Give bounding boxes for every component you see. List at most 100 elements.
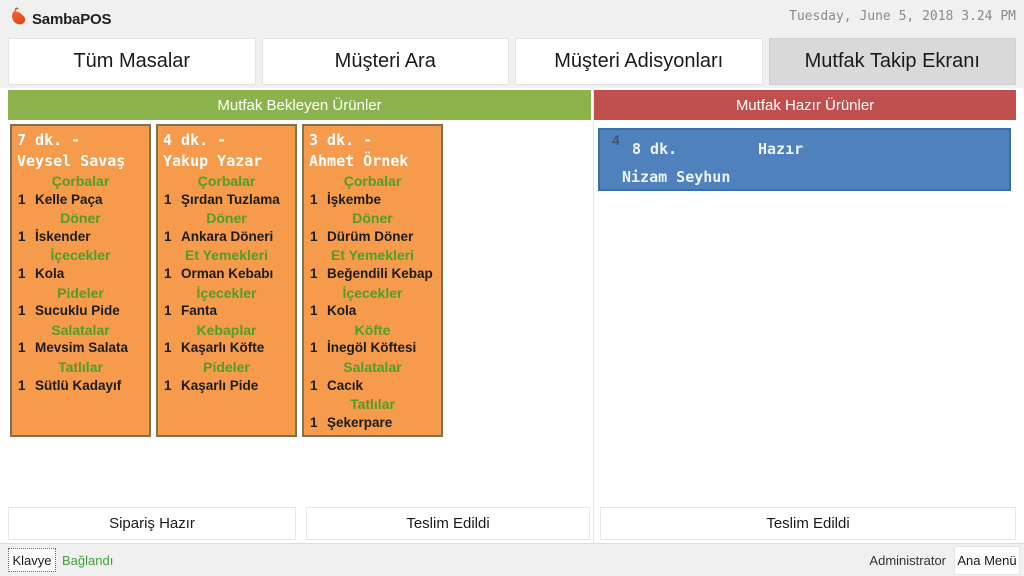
- nav-tab-bar: Tüm Masalar Müşteri Ara Müşteri Adisyonl…: [8, 38, 1016, 85]
- order-item-qty: 1: [310, 377, 318, 393]
- order-category-label: İçecekler: [196, 284, 257, 301]
- order-item-row: 1 Kola: [12, 265, 149, 284]
- top-bar: SambaPOS Tuesday, June 5, 2018 3.24 PM: [0, 0, 1024, 36]
- order-customer: Ahmet Örnek: [309, 152, 409, 170]
- order-item-name: Kola: [35, 265, 65, 281]
- order-category-label: Çorbalar: [197, 173, 256, 189]
- ready-order-wait-time: 8 dk.: [632, 140, 678, 158]
- order-item-qty: 1: [164, 191, 172, 207]
- order-category-label: Salatalar: [343, 358, 402, 375]
- order-item-qty: 1: [164, 377, 172, 393]
- order-customer: Yakup Yazar: [163, 152, 263, 170]
- keyboard-button[interactable]: Klavye: [8, 548, 56, 572]
- delivered-button-right[interactable]: Teslim Edildi: [600, 507, 1016, 540]
- connection-status: Bağlandı: [62, 553, 114, 568]
- order-ready-button[interactable]: Sipariş Hazır: [8, 507, 296, 540]
- order-category-label: Pideler: [203, 358, 250, 375]
- main-menu-button[interactable]: Ana Menü: [954, 546, 1020, 575]
- waiting-order-card[interactable]: 4 dk. - Yakup Yazar Çorbalar 1 Şırdan Tuzl…: [156, 124, 297, 437]
- order-item-name: Cacık: [327, 377, 364, 393]
- order-category-label: Çorbalar: [51, 173, 110, 189]
- order-category-label: İçecekler: [342, 284, 403, 301]
- order-item-row: 1 Şırdan Tuzlama: [158, 191, 295, 210]
- order-item-name: Kaşarlı Köfte: [181, 340, 265, 356]
- panel-divider: [593, 88, 594, 543]
- order-item-row: 1 İşkembe: [304, 191, 441, 210]
- order-item-qty: 1: [18, 228, 26, 244]
- order-item-qty: 1: [18, 303, 26, 319]
- order-item-name: Şırdan Tuzlama: [181, 191, 280, 207]
- order-category-label: Döner: [352, 210, 393, 227]
- waiting-panel-header: Mutfak Bekleyen Ürünler: [8, 90, 591, 120]
- order-item-row: 1 İskender: [12, 228, 149, 247]
- order-item-name: Mevsim Salata: [35, 340, 129, 356]
- delivered-button-left[interactable]: Teslim Edildi: [306, 507, 590, 540]
- order-item-row: 1 Kelle Paça: [12, 191, 149, 210]
- order-category-label: Et Yemekleri: [330, 247, 415, 264]
- order-item-name: Sütlü Kadayıf: [35, 377, 122, 393]
- ready-order-card[interactable]: 4 8 dk. Hazır Nizam Seyhun: [598, 128, 1011, 191]
- order-category-label: Tatlılar: [350, 396, 395, 413]
- ready-order-customer: Nizam Seyhun: [622, 168, 731, 186]
- order-item-row: 1 Orman Kebabı: [158, 265, 295, 284]
- order-item-name: Kaşarlı Pide: [181, 377, 259, 393]
- tab-all-tables[interactable]: Tüm Masalar: [8, 38, 256, 85]
- order-wait-time: 4 dk. -: [163, 131, 227, 149]
- order-item-qty: 1: [164, 228, 172, 244]
- order-item-qty: 1: [18, 191, 26, 207]
- order-item-name: Şekerpare: [327, 414, 393, 430]
- order-item-qty: 1: [164, 265, 172, 281]
- pepper-logo-icon: [8, 7, 28, 32]
- order-category-label: Döner: [206, 210, 247, 227]
- ready-order-status: Hazır: [758, 140, 804, 158]
- order-item-name: İskender: [35, 228, 91, 244]
- ready-panel-header: Mutfak Hazır Ürünler: [594, 90, 1016, 120]
- order-item-name: Kola: [327, 303, 357, 319]
- order-item-row: 1 Kola: [304, 302, 441, 321]
- order-category-label: Çorbalar: [343, 173, 402, 189]
- order-item-qty: 1: [18, 265, 26, 281]
- order-item-name: İşkembe: [327, 191, 382, 207]
- order-item-name: Dürüm Döner: [327, 228, 414, 244]
- order-category-label: Salatalar: [51, 321, 110, 338]
- order-item-row: 1 Kaşarlı Pide: [158, 377, 295, 396]
- order-item-qty: 1: [310, 340, 318, 356]
- order-item-row: 1 Ankara Döneri: [158, 228, 295, 247]
- status-bar: Klavye Bağlandı Administrator Ana Menü: [0, 543, 1024, 576]
- order-item-name: Orman Kebabı: [181, 265, 274, 281]
- order-item-name: Kelle Paça: [35, 191, 103, 207]
- order-item-row: 1 Cacık: [304, 377, 441, 396]
- app-logo: SambaPOS: [8, 7, 111, 32]
- tab-customer-search[interactable]: Müşteri Ara: [261, 38, 509, 85]
- ready-order-badge: 4: [612, 132, 620, 148]
- order-category-label: Kebaplar: [196, 321, 257, 338]
- order-item-qty: 1: [164, 340, 172, 356]
- tab-kitchen-display[interactable]: Mutfak Takip Ekranı: [768, 38, 1016, 85]
- order-customer: Veysel Savaş: [17, 152, 126, 170]
- order-category-label: İçecekler: [50, 247, 111, 264]
- order-item-row: 1 Kaşarlı Köfte: [158, 339, 295, 358]
- logged-in-user: Administrator: [869, 553, 946, 568]
- tab-customer-tickets[interactable]: Müşteri Adisyonları: [515, 38, 763, 85]
- order-item-name: Ankara Döneri: [181, 228, 274, 244]
- order-category-label: Tatlılar: [58, 358, 103, 375]
- order-category-label: Köfte: [354, 321, 391, 338]
- order-item-qty: 1: [310, 303, 318, 319]
- order-item-qty: 1: [310, 191, 318, 207]
- clock-datetime: Tuesday, June 5, 2018 3.24 PM: [789, 9, 1016, 24]
- order-category-label: Pideler: [57, 284, 104, 301]
